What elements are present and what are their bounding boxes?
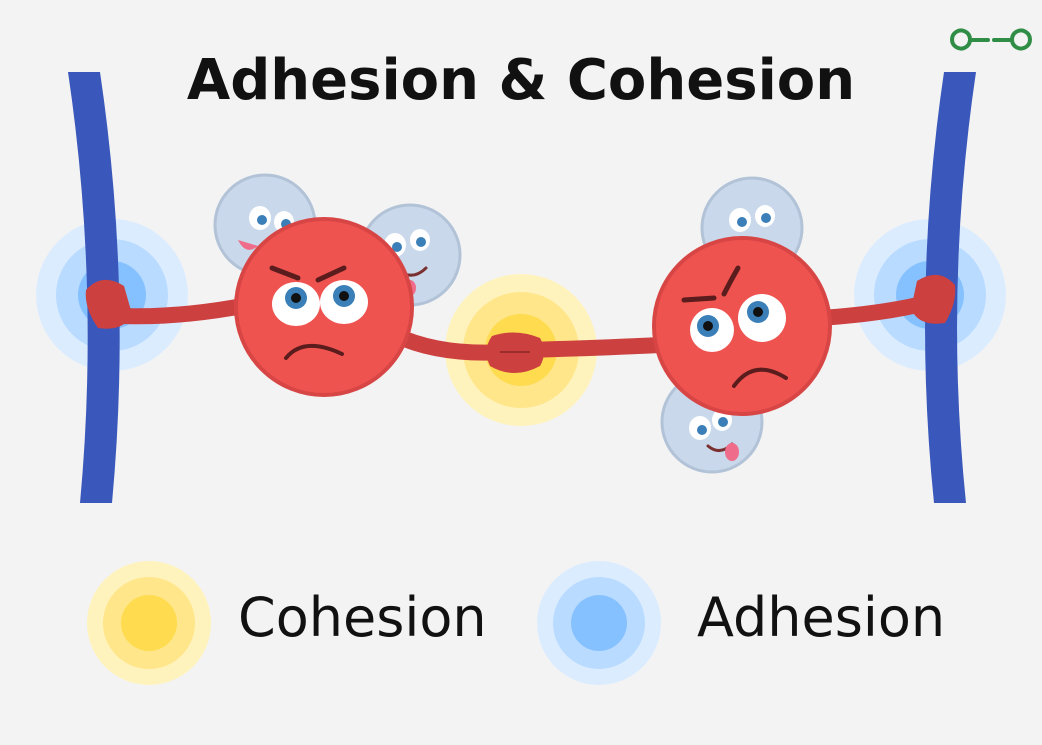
legend-cohesion-swatch xyxy=(87,561,211,685)
legend-adhesion-swatch xyxy=(537,561,661,685)
page-title: Adhesion & Cohesion xyxy=(186,48,856,113)
left-red-molecule xyxy=(234,217,414,397)
right-red-molecule xyxy=(652,236,832,416)
gfg-logo xyxy=(950,28,1032,51)
handshake xyxy=(486,332,544,373)
legend-adhesion-label: Adhesion xyxy=(697,586,946,649)
legend-cohesion-label: Cohesion xyxy=(238,586,487,649)
